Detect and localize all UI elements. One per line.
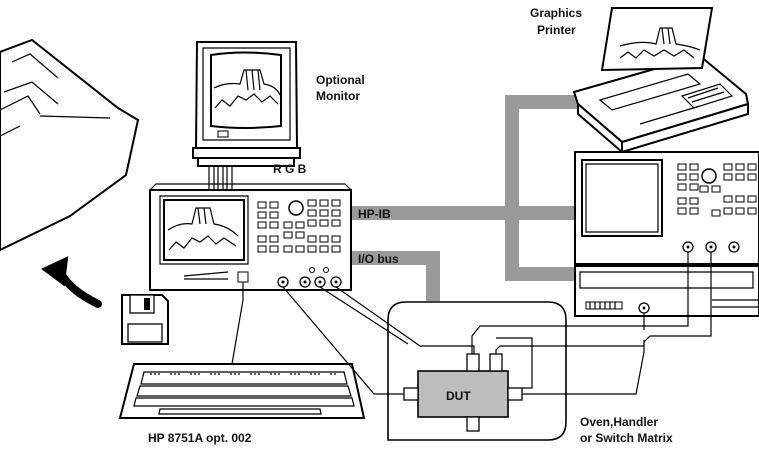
printer-label-line1: Graphics bbox=[530, 6, 582, 20]
analyzer-name-label: HP 8751A opt. 002 bbox=[148, 431, 252, 445]
io-bus-label: I/O bus bbox=[358, 252, 399, 266]
test-cables bbox=[282, 252, 712, 395]
monitor-icon bbox=[192, 41, 301, 167]
io-bus-cable bbox=[350, 251, 440, 301]
monitor-label-line1: Optional bbox=[316, 73, 365, 87]
oven-label-line2: or Switch Matrix bbox=[580, 431, 673, 445]
oven-handler-enclosure bbox=[387, 301, 567, 441]
dut-block bbox=[403, 353, 523, 432]
oven-label-line1: Oven,Handler bbox=[580, 415, 658, 429]
instrument-rack-icon bbox=[574, 151, 759, 317]
dut-label: DUT bbox=[446, 389, 471, 403]
hpib-bus-cable bbox=[350, 95, 585, 281]
curved-arrow-icon bbox=[41, 256, 102, 308]
printer-label-line2: Printer bbox=[537, 23, 576, 37]
analyzer-icon bbox=[149, 183, 352, 291]
printer-icon bbox=[572, 7, 750, 155]
keyboard-cable bbox=[231, 282, 244, 365]
monitor-label-line2: Monitor bbox=[316, 89, 360, 103]
keyboard-icon bbox=[118, 363, 366, 419]
rgb-label: R G B bbox=[273, 162, 307, 176]
external-device-outline bbox=[0, 38, 140, 252]
floppy-disk-icon bbox=[121, 294, 169, 345]
hpib-label: HP-IB bbox=[358, 207, 391, 221]
